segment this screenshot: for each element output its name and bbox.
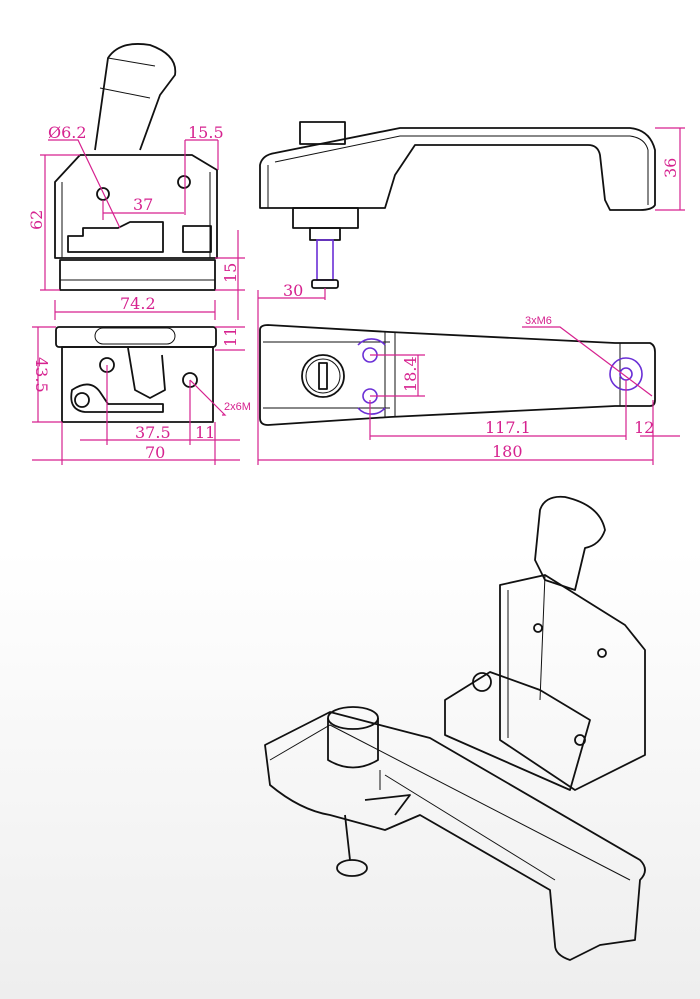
dim-base-height: 15 bbox=[221, 263, 240, 283]
latch-front-view bbox=[54, 43, 218, 291]
isometric-view bbox=[264, 495, 646, 961]
dim-handle-screw-note: 3xM6 bbox=[525, 315, 552, 327]
dim-latch-depth: 43.5 bbox=[32, 357, 51, 393]
dim-latch-screw-note: 2x6M bbox=[224, 401, 251, 413]
dim-hole-diameter: Ø6.2 bbox=[48, 123, 87, 142]
dim-handle-end-offset: 12 bbox=[634, 418, 654, 437]
dim-handle-hole-spacing: 18.4 bbox=[401, 356, 420, 392]
dim-hole-spacing-top: 37.5 bbox=[135, 423, 171, 442]
dim-latch-base-width: 70 bbox=[145, 443, 165, 462]
dim-handle-hole-distance: 117.1 bbox=[485, 418, 531, 437]
dimension-labels: Ø6.2 15.5 37 62 15 74.2 11 43.5 2x6M 37.… bbox=[27, 123, 680, 462]
dim-hole-spacing-front: 37 bbox=[133, 195, 153, 214]
handle-top-view bbox=[259, 324, 656, 426]
latch-top-view bbox=[55, 326, 217, 423]
dim-top-flange: 11 bbox=[221, 327, 240, 347]
dim-latch-height: 62 bbox=[27, 210, 46, 230]
dim-edge-offset: 15.5 bbox=[188, 123, 224, 142]
dimension-lines bbox=[32, 127, 685, 465]
dim-handle-length: 180 bbox=[492, 442, 523, 461]
dim-handle-height: 36 bbox=[661, 158, 680, 178]
dim-stud-offset: 30 bbox=[283, 281, 303, 300]
dim-latch-width: 74.2 bbox=[120, 294, 156, 313]
dim-hole-edge-offset: 11 bbox=[195, 423, 215, 442]
handle-side-view bbox=[259, 121, 656, 289]
